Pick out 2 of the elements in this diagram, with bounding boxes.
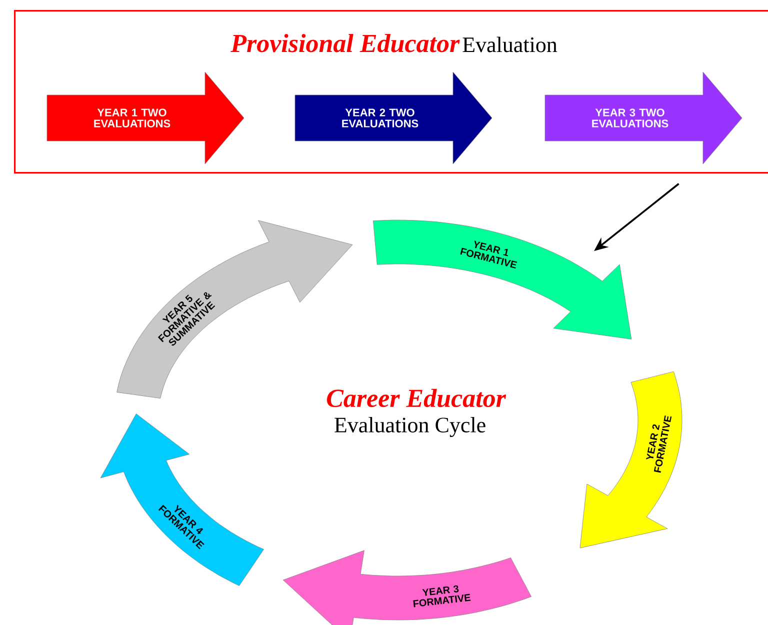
heading: Provisional EducatorEvaluation	[230, 34, 558, 52]
subtitle: Evaluation Cycle	[334, 417, 486, 438]
